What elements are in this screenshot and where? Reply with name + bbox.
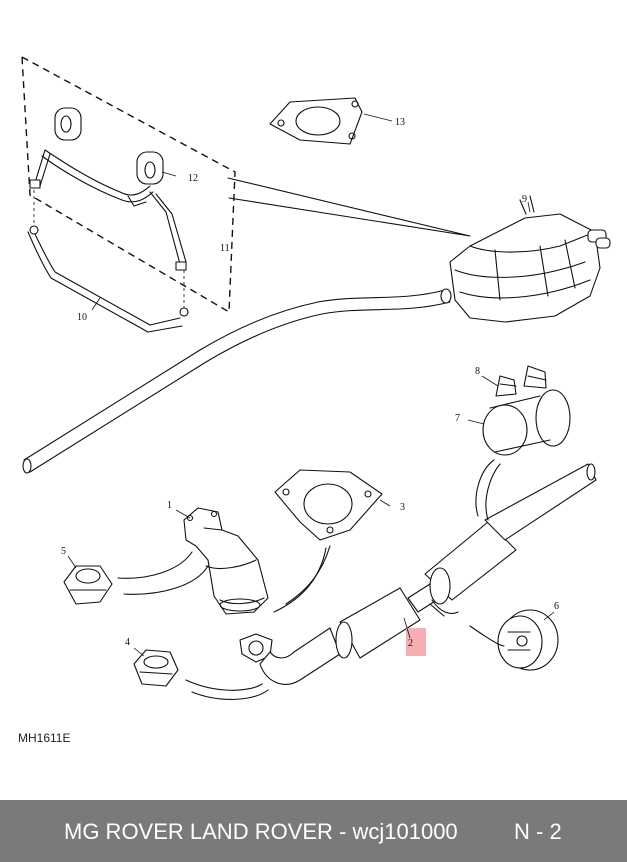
callout-6: 6 [554,601,559,612]
callout-1: 1 [167,500,172,511]
callout-4: 4 [125,637,130,648]
callout-13: 13 [395,117,405,128]
part-13-gasket [269,97,363,145]
hanger-group-outline [21,55,236,314]
footer-page-number: N - 2 [514,819,562,844]
part-3-gasket [274,469,383,541]
part-1-catalytic-converter [183,507,269,615]
footer-bar: MG ROVER LAND ROVER - wcj101000 N - 2 [0,800,627,862]
group-leader-lines [227,177,471,237]
callout-11: 11 [220,243,230,254]
callout-10: 10 [77,312,87,323]
connector-lines [117,459,505,700]
callout-2: 2 [408,638,413,649]
callout-5: 5 [61,546,66,557]
callout-8: 8 [475,366,480,377]
diagram-code: MH1611E [18,731,71,745]
part-2-highlight [406,628,426,656]
part-10-bracket [27,190,189,333]
callout-12: 12 [188,173,198,184]
callout-3: 3 [400,502,405,513]
exhaust-system-diagram: 1 2 3 4 5 6 7 8 9 10 11 12 13 [21,55,611,700]
callout-leaders [67,113,555,657]
callout-9: 9 [522,194,527,205]
footer-title: MG ROVER LAND ROVER - wcj101000 [64,819,458,844]
part-6-rubber-mount [497,609,559,671]
callout-7: 7 [455,413,460,424]
part-12-mount-bracket [29,107,187,271]
part-9-rear-silencer [440,195,611,323]
part-2-front-pipe [239,463,597,685]
tail-pipe [22,289,451,474]
part-5-nut [63,565,113,605]
part-4-nut [133,649,179,687]
part-7-8-clamp [482,365,571,456]
